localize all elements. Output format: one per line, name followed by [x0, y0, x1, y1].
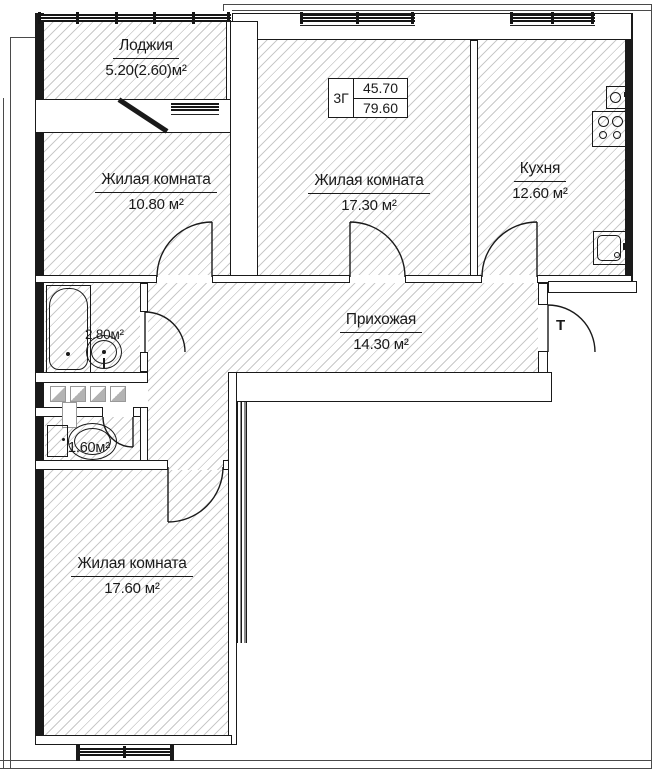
- living3-name: Жилая комната: [71, 555, 193, 577]
- hall-area-text: 14.30 м²: [353, 335, 409, 353]
- window-living3-bottom: [80, 746, 170, 758]
- label-living3: Жилая комната 17.60 м²: [47, 554, 217, 598]
- label-wc: 1.60м²: [68, 440, 110, 456]
- bath-sink-icon: [86, 335, 122, 369]
- bathtub-drain-icon: [66, 352, 70, 356]
- context-line-top-inner: [232, 10, 652, 11]
- bath-sink-stem: [103, 358, 105, 368]
- boiler-icon: [606, 86, 626, 109]
- wall-hall-top-3: [405, 275, 482, 283]
- label-hall: Прихожая 14.30 м²: [296, 310, 466, 354]
- bath-sink-drain-icon: [102, 350, 106, 354]
- hall-name: Прихожая: [339, 311, 423, 333]
- kitchen-faucet-icon: [623, 243, 632, 250]
- living3-area-text: 17.60 м²: [104, 579, 160, 597]
- wall-hall-bottom: [228, 372, 552, 402]
- living2-name: Жилая комната: [308, 172, 430, 194]
- vent-shaft-icon: [70, 386, 86, 402]
- toilet-button-icon: [62, 438, 65, 441]
- living1-area-text: 10.80 м²: [128, 195, 184, 213]
- wall-loggia-bottom: [35, 99, 232, 133]
- context-line-left-outer: [3, 98, 4, 769]
- vent-duct-icon: [62, 402, 77, 428]
- living2-area-text: 17.30 м²: [341, 196, 397, 214]
- door-entrance: [547, 304, 596, 353]
- stove-icon: [592, 111, 626, 147]
- bathtub-outline: [46, 285, 91, 373]
- toilet-bowl-inner: [74, 428, 111, 455]
- label-kitchen: Кухня 12.60 м²: [455, 159, 625, 203]
- toilet-tank-icon: [47, 425, 68, 457]
- window-living2: [300, 12, 415, 24]
- living1-area: [44, 133, 230, 275]
- bathtub-icon: [49, 288, 88, 370]
- label-bath: 2.80м²: [85, 327, 124, 342]
- context-line-bottom-outer: [0, 760, 651, 761]
- kitchen-name: Кухня: [513, 160, 567, 182]
- vent-shaft-icon: [50, 386, 66, 402]
- door-wc: [102, 416, 134, 448]
- window-kitchen: [510, 12, 595, 24]
- wall-hall-top-1: [35, 275, 157, 283]
- balcony-door-leaf: [117, 97, 169, 134]
- living1-name: Жилая комната: [95, 171, 217, 193]
- window-living3-post-right: [170, 744, 174, 761]
- loggia-glazing: [38, 12, 231, 24]
- corridor-area: [148, 372, 228, 470]
- window-living1-loggia: [171, 103, 219, 111]
- context-line-right: [651, 4, 652, 769]
- door-living3: [167, 466, 224, 523]
- stamp-total-area: 79.60: [362, 99, 399, 116]
- boiler-pipe: [624, 92, 632, 97]
- loggia-area: [44, 22, 226, 99]
- kitchen-area-text: 12.60 м²: [512, 184, 568, 202]
- wall-bath-right-2: [140, 352, 148, 372]
- label-loggia: Лоджия 5.20(2.60)м²: [61, 36, 231, 80]
- door-bath: [144, 311, 186, 353]
- wall-living3-top-1: [35, 460, 168, 470]
- window-living2-sill: [300, 25, 415, 27]
- wall-exterior-right: [625, 13, 633, 293]
- door-kitchen: [481, 221, 538, 278]
- vent-shaft-icon: [90, 386, 106, 402]
- context-line-bottom-inner: [0, 768, 651, 769]
- context-line-top-outer: [223, 4, 652, 5]
- door-living1: [156, 221, 213, 278]
- wall-hall-top-2: [212, 275, 350, 283]
- context-line-left-inner: [10, 37, 11, 769]
- wall-entrance-ledge: [548, 281, 637, 293]
- wall-living3-bottom: [35, 735, 232, 745]
- wall-bath-bottom: [35, 372, 148, 383]
- vent-shaft-icon: [110, 386, 126, 402]
- window-living3-post-left: [76, 744, 80, 761]
- hall-area: [148, 283, 538, 372]
- door-living2: [349, 221, 406, 278]
- apartment-stamp: 3Г 45.70 79.60: [328, 78, 408, 118]
- label-living1: Жилая комната 10.80 м²: [71, 170, 241, 214]
- window-kitchen-sill: [510, 25, 595, 27]
- wall-bath-right-1: [140, 283, 148, 312]
- context-line-top-joint: [223, 4, 224, 11]
- stamp-living-area: 45.70: [354, 79, 407, 99]
- label-living2: Жилая комната 17.30 м²: [284, 171, 454, 215]
- wall-living1-living2: [230, 21, 258, 283]
- stamp-type: 3Г: [329, 79, 354, 117]
- loggia-area-text: 5.20(2.60)м²: [105, 61, 187, 79]
- window-living3-right: [237, 402, 247, 643]
- loggia-name: Лоджия: [113, 37, 179, 59]
- window-living1-sill: [171, 114, 219, 116]
- wall-living3-right: [228, 372, 237, 745]
- context-line-left-joint: [10, 37, 36, 38]
- entrance-mark: Т: [556, 317, 566, 334]
- wall-entrance-upper-post: [538, 283, 548, 305]
